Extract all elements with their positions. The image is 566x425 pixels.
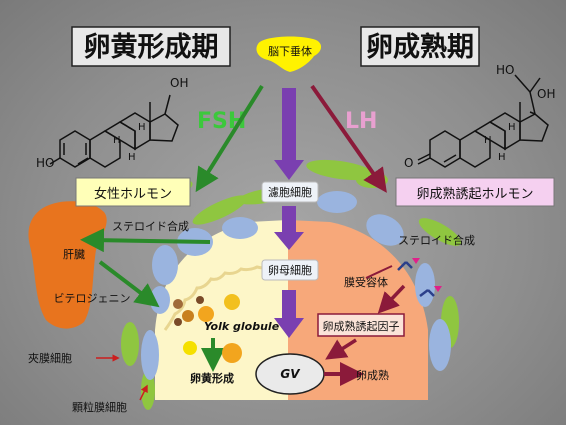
pituitary: 脳下垂体: [256, 36, 322, 72]
title-right-box: 卵成熟期: [360, 26, 480, 67]
female-hormone-box: 女性ホルモン: [75, 177, 191, 207]
oocyte-left-half: [155, 220, 288, 400]
maturation-hormone-box: 卵成熟誘起ホルモン: [395, 177, 555, 207]
progestin-h: H: [484, 135, 492, 146]
theca-cell: [121, 322, 139, 366]
steroid-synthesis-right: ステロイド合成: [398, 233, 475, 247]
maturation-hormone-label: 卵成熟誘起ホルモン: [416, 186, 533, 202]
yolk-globule: [222, 343, 242, 363]
estradiol-ho: HO: [36, 156, 54, 170]
membrane-receptor-label: 膜受容体: [344, 275, 388, 289]
title-left-box: 卵黄形成期: [71, 26, 231, 67]
progestin-h: H: [508, 122, 516, 133]
steroid-synthesis-left: ステロイド合成: [112, 219, 189, 233]
central-arrow: [274, 206, 304, 250]
zona-edge: [163, 265, 270, 331]
theca-cell: [141, 370, 155, 410]
ligand-icon: [434, 286, 442, 292]
theca-cell: [418, 218, 462, 246]
granulosa-cell: [222, 217, 258, 239]
central-arrow: [274, 88, 304, 180]
estradiol-oh: OH: [170, 76, 188, 90]
progestin-h: H: [498, 152, 506, 163]
granulosa-pointer: [139, 384, 148, 401]
theca-cell: [306, 159, 374, 181]
yolk-globule: [196, 296, 204, 304]
title-left: 卵黄形成期: [84, 32, 219, 63]
lh-arrow: [310, 84, 387, 193]
oocyte-right-half: [288, 220, 428, 400]
fsh-arrow: [195, 84, 264, 193]
oogonium-box: 濾胞細胞: [261, 181, 319, 203]
maturation-factor-label: 卵成熟誘起因子: [323, 319, 400, 333]
receptor-pointer: [365, 265, 393, 279]
yolk-globule: [173, 299, 183, 309]
vitellogenin-to-oocyte-arrow: [98, 260, 160, 308]
yolk-globule: [182, 310, 194, 322]
oocyte-label: 卵母細胞: [268, 264, 312, 277]
estradiol-h: H: [138, 122, 146, 133]
yolk-globule: [198, 306, 214, 322]
receptor-icon: [419, 289, 435, 297]
granulosa-cell: [141, 330, 159, 380]
theca-cell-label: 夾膜細胞: [28, 352, 72, 365]
granulosa-cell: [429, 319, 451, 371]
estradiol-h: H: [128, 152, 136, 163]
oogonium-label: 濾胞細胞: [268, 185, 312, 199]
progestin-structure: [417, 74, 549, 168]
yolk-globule: [224, 294, 240, 310]
central-arrows: [274, 88, 304, 338]
central-arrow: [274, 290, 304, 338]
theca-cell: [192, 195, 248, 225]
ligand-icon: [412, 258, 420, 264]
progestin-oh: OH: [537, 87, 555, 101]
maturation-factor-box: 卵成熟誘起因子: [317, 313, 405, 337]
granulosa-cell: [366, 214, 404, 246]
progestin-labels: HO OH O H H H: [404, 63, 555, 170]
receptor-icon: [397, 261, 413, 271]
yolk-globule: [183, 341, 197, 355]
oocyte-maturation-label: 卵成熟: [356, 368, 389, 382]
oocyte-body: [155, 220, 428, 400]
yolk-globule-label: Yolk globule: [204, 320, 280, 333]
receptor-icons: [397, 258, 442, 297]
factor-to-gv-arrow: [325, 338, 357, 360]
estradiol-h: H: [113, 135, 121, 146]
granulosa-cells: [141, 191, 451, 380]
estradiol-labels: OH HO H H H: [36, 76, 188, 170]
vitellogenin-label: ビテロジェニン: [54, 292, 131, 305]
granulosa-cell-label: 顆粒膜細胞: [72, 400, 127, 414]
lh-label: LH: [345, 109, 377, 134]
liver-label: 肝臓: [63, 248, 85, 261]
vitellogenesis-label: 卵黄形成: [190, 371, 234, 385]
title-right: 卵成熟期: [366, 31, 474, 63]
oocyte-box: 卵母細胞: [261, 259, 319, 281]
estrogen-to-liver-arrow: [80, 228, 211, 253]
receptor-to-factor-arrow: [377, 284, 406, 314]
granulosa-cell: [152, 245, 178, 285]
yolk-globules: [173, 294, 242, 363]
gv-label: GV: [280, 367, 301, 381]
yolk-globule: [174, 318, 182, 326]
granulosa-cell: [415, 263, 435, 307]
germinal-vesicle: GV: [255, 353, 325, 395]
granulosa-cell: [150, 286, 170, 314]
female-hormone-label: 女性ホルモン: [94, 186, 172, 202]
estradiol-structure: [49, 94, 179, 168]
pituitary-label: 脳下垂体: [268, 44, 312, 58]
progestin-o: O: [404, 156, 413, 170]
progestin-ho: HO: [496, 63, 514, 77]
granulosa-cell: [317, 191, 357, 213]
